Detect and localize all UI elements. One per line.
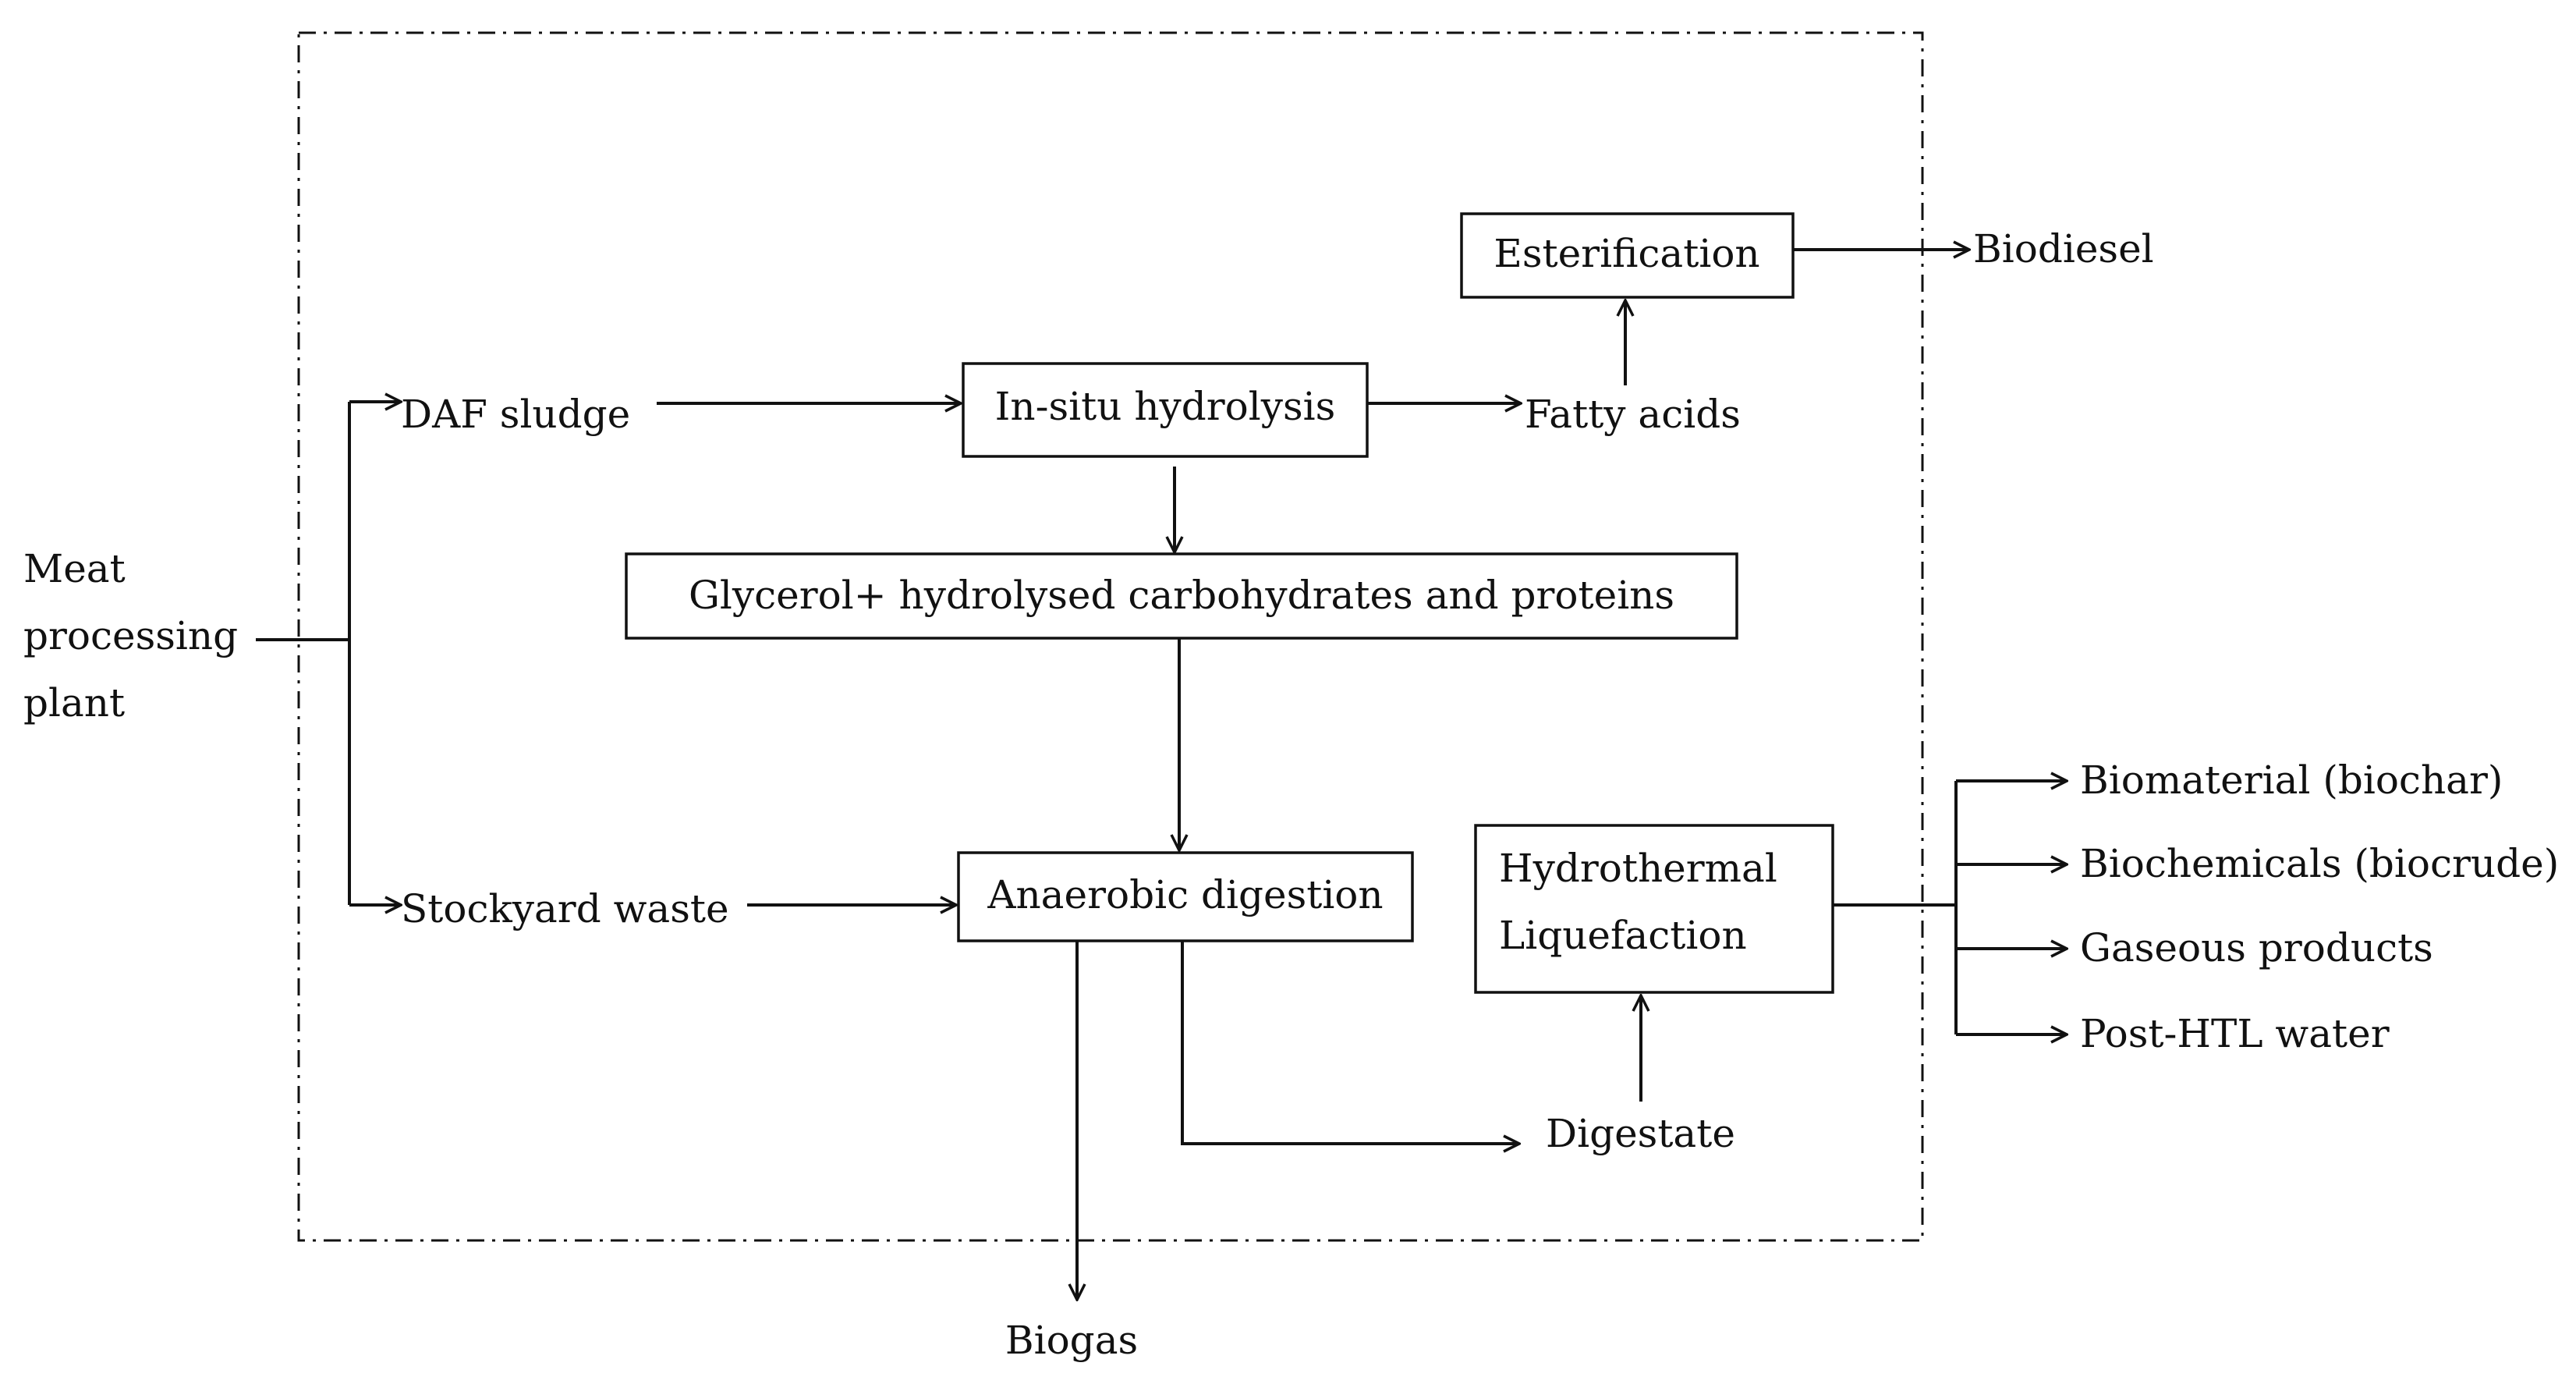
anaerobic-digestion-label: Anaerobic digestion: [987, 872, 1383, 917]
source-label-line-3: plant: [23, 680, 125, 726]
process-esterification: Esterification: [1460, 212, 1795, 299]
process-glycerol-mix: Glycerol+ hydrolysed carbohydrates and p…: [625, 552, 1738, 640]
htl-box: [1474, 824, 1834, 994]
product-biomaterial: Biomaterial (biochar): [2080, 758, 2503, 803]
intermediate-fatty-acids: Fatty acids: [1525, 392, 1741, 437]
stream-stockyard-waste: Stockyard waste: [401, 886, 729, 931]
process-anaerobic-digestion: Anaerobic digestion: [957, 851, 1414, 942]
htl-label-line-2: Liquefaction: [1499, 913, 1747, 958]
esterification-label: Esterification: [1494, 231, 1759, 276]
process-in-situ-hydrolysis: In-situ hydrolysis: [962, 362, 1369, 458]
product-biodiesel: Biodiesel: [1973, 226, 2154, 271]
intermediate-digestate: Digestate: [1546, 1111, 1735, 1156]
system-boundary: [297, 31, 1924, 1242]
anaerobic-digestion-box: [957, 851, 1414, 942]
source-label-line-1: Meat: [23, 546, 126, 591]
in-situ-hydrolysis-label: In-situ hydrolysis: [995, 384, 1336, 429]
process-hydrothermal-liquefaction: Hydrothermal Liquefaction: [1474, 824, 1834, 994]
in-situ-hydrolysis-box: [962, 362, 1369, 458]
product-biogas: Biogas: [1005, 1318, 1138, 1363]
glycerol-mix-box: [625, 552, 1738, 640]
arrow-digestion-to-digestate: [1181, 941, 1519, 1144]
esterification-box: [1460, 212, 1795, 299]
product-gaseous-products: Gaseous products: [2080, 925, 2433, 971]
product-post-htl-water: Post-HTL water: [2080, 1011, 2390, 1056]
source-meat-processing-plant: Meat processing plant: [23, 546, 238, 726]
product-biochemicals: Biochemicals (biocrude): [2080, 841, 2559, 886]
stream-daf-sludge: DAF sludge: [401, 392, 630, 437]
source-splitter-line: [256, 402, 351, 905]
source-label-line-2: processing: [23, 613, 238, 658]
glycerol-mix-label: Glycerol+ hydrolysed carbohydrates and p…: [689, 573, 1674, 618]
htl-output-splitter: [1833, 781, 1958, 1034]
htl-label-line-1: Hydrothermal: [1499, 846, 1777, 891]
